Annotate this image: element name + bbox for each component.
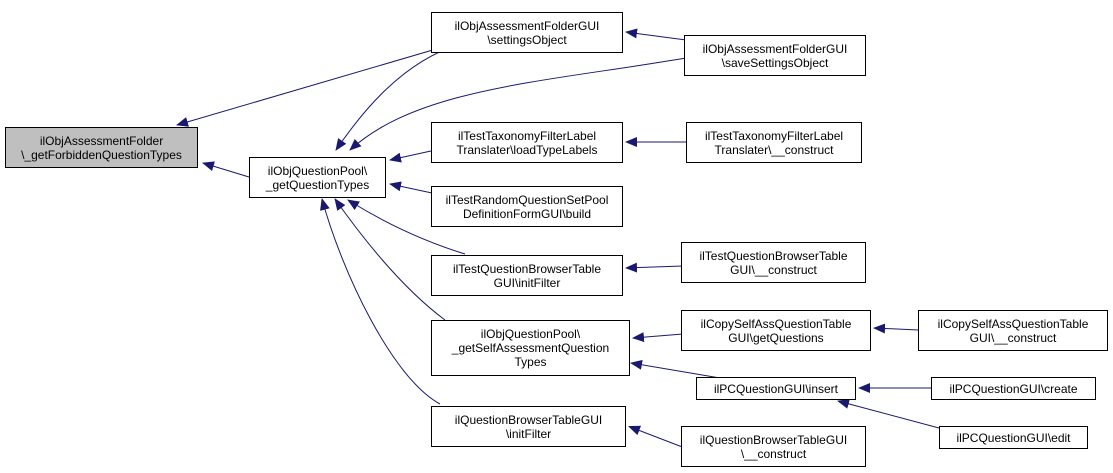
graph-node-n3[interactable]: ilObjAssessmentFolderGUI\saveSettingsObj… xyxy=(684,35,866,76)
node-label-line: Types xyxy=(514,355,547,369)
node-label-line: GUI\__construct xyxy=(969,330,1057,345)
graph-node-n13[interactable]: ilPCQuestionGUI\create xyxy=(931,377,1096,400)
node-label-line: _getQuestionTypes xyxy=(265,177,370,192)
node-label-line: ilQuestionBrowserTableGUI xyxy=(454,412,603,427)
edge-n16-to-n15 xyxy=(628,425,682,447)
graph-node-n9[interactable]: ilObjQuestionPool\_getSelfAssessmentQues… xyxy=(431,320,630,376)
node-label-line: \initFilter xyxy=(505,426,552,441)
node-label-line: ilObjAssessmentFolder xyxy=(39,133,164,148)
node-label-line: ilTestQuestionBrowserTable xyxy=(699,248,848,263)
edge-n7-to-n1 xyxy=(347,199,466,255)
graph-node-n2[interactable]: ilObjAssessmentFolderGUI\settingsObject xyxy=(431,12,623,53)
node-label-line: \_getForbiddenQuestionTypes xyxy=(21,147,182,162)
node-label-line: ilObjAssessmentFolderGUI xyxy=(454,18,600,33)
node-label-line: DefinitionFormGUI\build xyxy=(462,206,592,221)
node-label-line: ilTestQuestionBrowserTable xyxy=(452,261,602,276)
edge-n3-to-n1 xyxy=(349,57,687,151)
edge-n8-to-n7 xyxy=(625,262,684,273)
node-label-line: \saveSettingsObject xyxy=(721,55,829,70)
node-label-line: GUI\getQuestions xyxy=(728,330,824,345)
edge-n6-to-n1 xyxy=(389,181,433,194)
node-label-line: ilTestTaxonomyFilterLabel xyxy=(457,128,597,143)
node-label-line: GUI\__construct xyxy=(730,262,817,277)
node-label-line: ilCopySelfAssQuestionTable xyxy=(700,316,852,331)
node-label-line: Translater\loadTypeLabels xyxy=(456,142,598,157)
edge-n14-to-n12 xyxy=(837,399,940,429)
edge-n10-to-n9 xyxy=(632,332,684,343)
edge-n11-to-n10 xyxy=(873,323,919,334)
edge-n2-to-n0 xyxy=(176,41,461,127)
graph-node-n12[interactable]: ilPCQuestionGUI\insert xyxy=(696,377,856,400)
node-label-line: ilObjQuestionPool\ xyxy=(480,327,581,341)
node-label-line: ilPCQuestionGUI\create xyxy=(949,381,1078,396)
edge-n9-to-n1 xyxy=(334,198,446,321)
node-label-line: ilQuestionBrowserTableGUI xyxy=(699,432,848,447)
node-label-line: ilObjAssessmentFolderGUI xyxy=(702,41,848,56)
node-label-line: ilObjQuestionPool\ xyxy=(267,163,368,178)
node-label-line: ilTestTaxonomyFilterLabel xyxy=(704,128,844,143)
node-label-line: \__construct xyxy=(740,446,807,461)
graph-node-n1[interactable]: ilObjQuestionPool\_getQuestionTypes xyxy=(249,157,386,198)
node-label-line: ilTestRandomQuestionSetPool xyxy=(445,192,609,207)
edge-n12-to-n9 xyxy=(630,359,721,379)
node-label-line: ilPCQuestionGUI\insert xyxy=(713,381,839,396)
node-label-line: Translater\__construct xyxy=(714,142,834,157)
graph-root-node: ilObjAssessmentFolder\_getForbiddenQuest… xyxy=(5,127,198,168)
edge-n1-to-n0 xyxy=(202,161,250,178)
node-label-line: \settingsObject xyxy=(487,32,567,47)
node-label-line: ilCopySelfAssQuestionTable xyxy=(937,316,1089,331)
graph-node-n15[interactable]: ilQuestionBrowserTableGUI\initFilter xyxy=(431,406,626,447)
node-label-line: ilPCQuestionGUI\edit xyxy=(956,430,1071,445)
edge-n15-to-n1 xyxy=(320,198,441,405)
graph-node-n16[interactable]: ilQuestionBrowserTableGUI\__construct xyxy=(681,426,866,467)
edge-n3-to-n2 xyxy=(625,28,687,41)
graph-node-n14[interactable]: ilPCQuestionGUI\edit xyxy=(939,426,1088,449)
node-label-line: GUI\initFilter xyxy=(493,275,561,290)
node-label-line: _getSelfAssessmentQuestion xyxy=(451,341,610,355)
